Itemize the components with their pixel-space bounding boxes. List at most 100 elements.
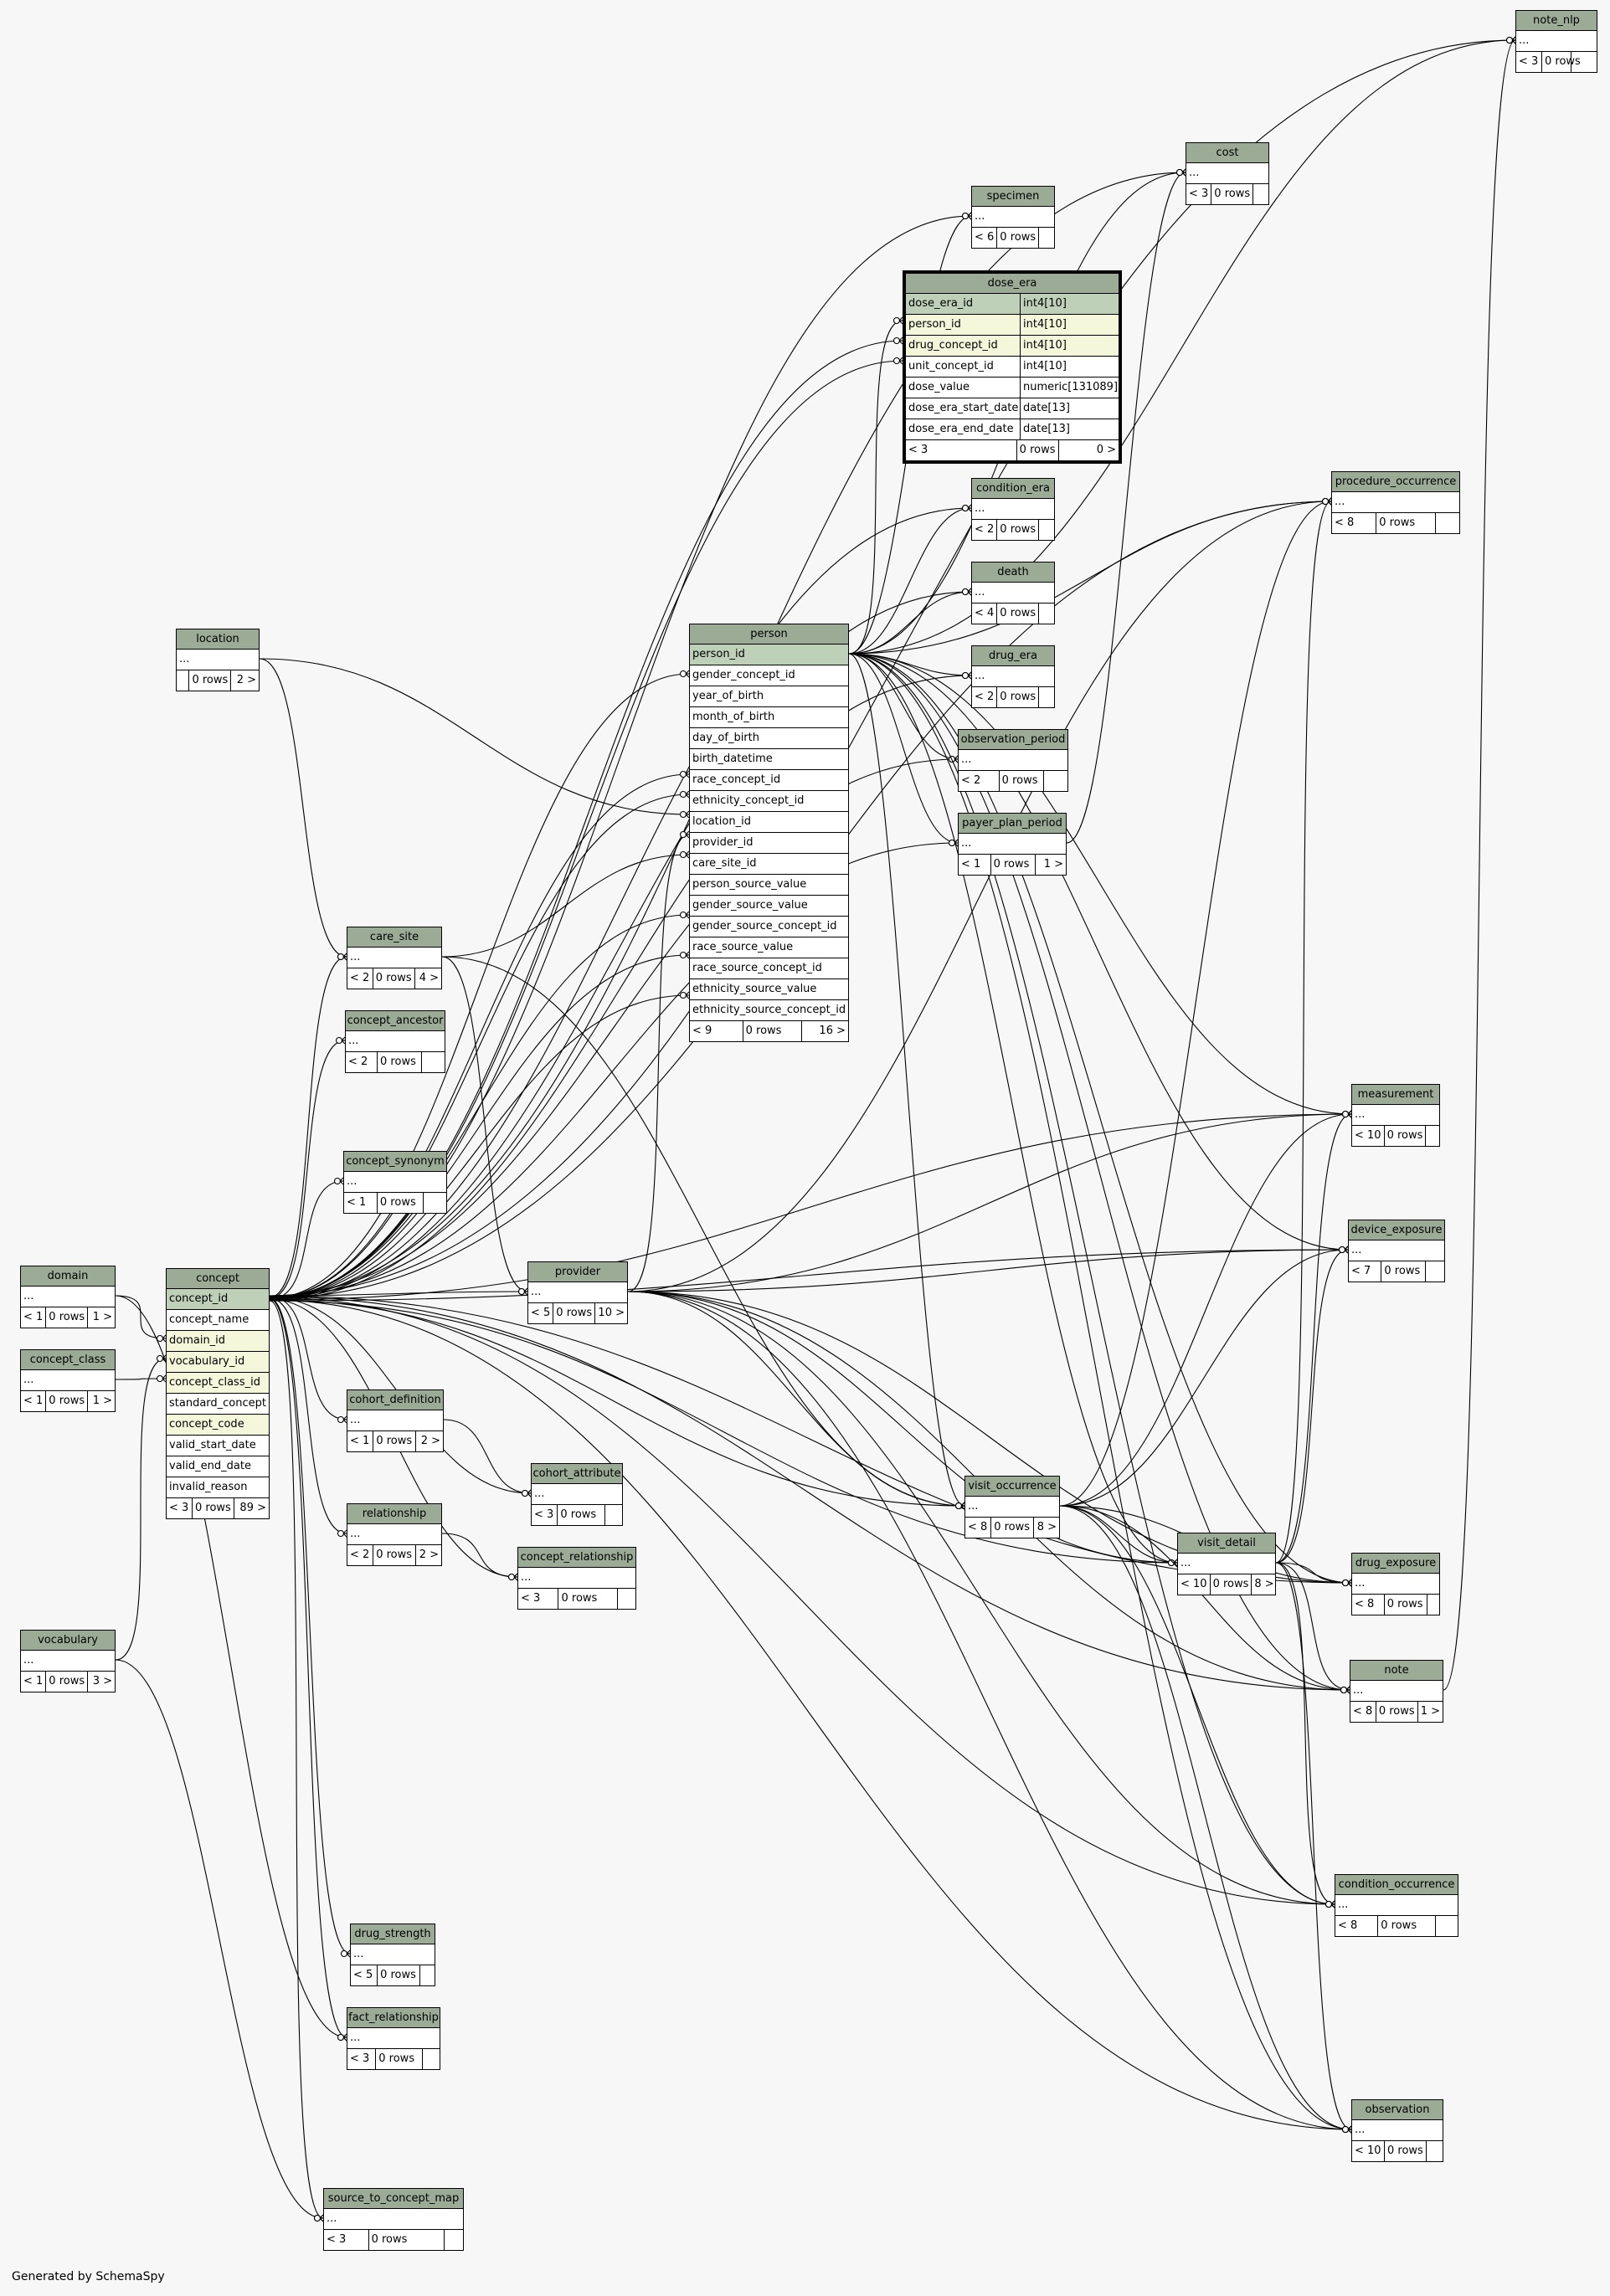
table-header[interactable]: concept xyxy=(167,1269,269,1289)
table-header[interactable]: measurement xyxy=(1352,1085,1439,1105)
table-header[interactable]: concept_ancestor xyxy=(346,1011,445,1031)
column-row: ... xyxy=(518,1568,635,1589)
relationship-edge xyxy=(848,501,1332,655)
table-header[interactable]: drug_exposure xyxy=(1352,1554,1439,1574)
table-header[interactable]: condition_occurrence xyxy=(1335,1875,1458,1895)
children-count: 1 > xyxy=(1420,1705,1440,1718)
crowfoot-marker xyxy=(341,1040,346,1045)
table-header[interactable]: concept_synonym xyxy=(344,1152,446,1172)
column-row: concept_code xyxy=(167,1415,269,1436)
crowfoot-marker xyxy=(342,2037,347,2042)
children-count xyxy=(422,1052,445,1072)
table-header[interactable]: visit_occurrence xyxy=(965,1477,1059,1497)
relationship-edge xyxy=(269,1300,324,2219)
table-header[interactable]: procedure_occurrence xyxy=(1332,472,1459,492)
parents-count: < 1 xyxy=(344,1193,378,1213)
crowfoot-marker xyxy=(346,1953,351,1958)
table-header[interactable]: device_exposure xyxy=(1349,1220,1444,1240)
row-count: 0 rows xyxy=(193,1498,234,1518)
table-header[interactable]: concept_relationship xyxy=(518,1548,635,1568)
table-header[interactable]: source_to_concept_map xyxy=(324,2189,463,2209)
table-header[interactable]: observation xyxy=(1352,2100,1443,2120)
table-header[interactable]: cost xyxy=(1186,143,1268,163)
table-header[interactable]: drug_era xyxy=(972,646,1054,666)
table-header[interactable]: person xyxy=(690,624,848,645)
table-header[interactable]: visit_detail xyxy=(1178,1533,1275,1554)
column-name: dose_era_start_date xyxy=(908,402,1019,414)
table-header[interactable]: cohort_attribute xyxy=(532,1464,622,1484)
column-name: race_concept_id xyxy=(692,773,781,786)
row-count: 0 rows xyxy=(997,604,1040,624)
table-header[interactable]: condition_era xyxy=(972,479,1054,499)
crowfoot-marker xyxy=(339,1180,344,1185)
table-header[interactable]: domain xyxy=(21,1266,115,1287)
crowfoot-marker xyxy=(967,671,972,676)
zero-or-many-marker xyxy=(507,1573,516,1581)
crowfoot-marker xyxy=(1345,1686,1350,1691)
table-header[interactable]: note xyxy=(1350,1661,1443,1681)
table-header[interactable]: vocabulary xyxy=(21,1631,115,1651)
table-header[interactable]: fact_relationship xyxy=(347,2008,440,2028)
table-header[interactable]: specimen xyxy=(972,187,1054,207)
table-header[interactable]: location xyxy=(177,629,259,650)
table-header[interactable]: payer_plan_period xyxy=(959,814,1066,834)
column-row: ... xyxy=(528,1282,627,1303)
table-header[interactable]: dose_era xyxy=(906,274,1119,294)
table-header[interactable]: observation_period xyxy=(959,730,1067,750)
column-row: ... xyxy=(1352,2120,1443,2141)
table-header[interactable]: note_nlp xyxy=(1516,11,1597,31)
relationship-edge xyxy=(269,1300,1178,1564)
table-header[interactable]: relationship xyxy=(347,1504,441,1524)
zero-or-many-marker xyxy=(1341,1579,1350,1587)
parents-count: < 3 xyxy=(906,440,1017,460)
table-header[interactable]: death xyxy=(972,562,1054,583)
table-header[interactable]: provider xyxy=(528,1262,627,1282)
table-header[interactable]: concept_class xyxy=(21,1350,115,1370)
column-name: day_of_birth xyxy=(692,732,759,744)
table-header[interactable]: cohort_definition xyxy=(347,1390,443,1410)
parents-count: < 2 xyxy=(972,687,998,707)
table-header[interactable]: care_site xyxy=(347,927,441,948)
column-row: person_source_value xyxy=(690,875,848,896)
parents-count: < 3 xyxy=(167,1498,193,1518)
table-header[interactable]: drug_strength xyxy=(351,1924,435,1944)
relationship-edge xyxy=(627,1291,1335,1905)
